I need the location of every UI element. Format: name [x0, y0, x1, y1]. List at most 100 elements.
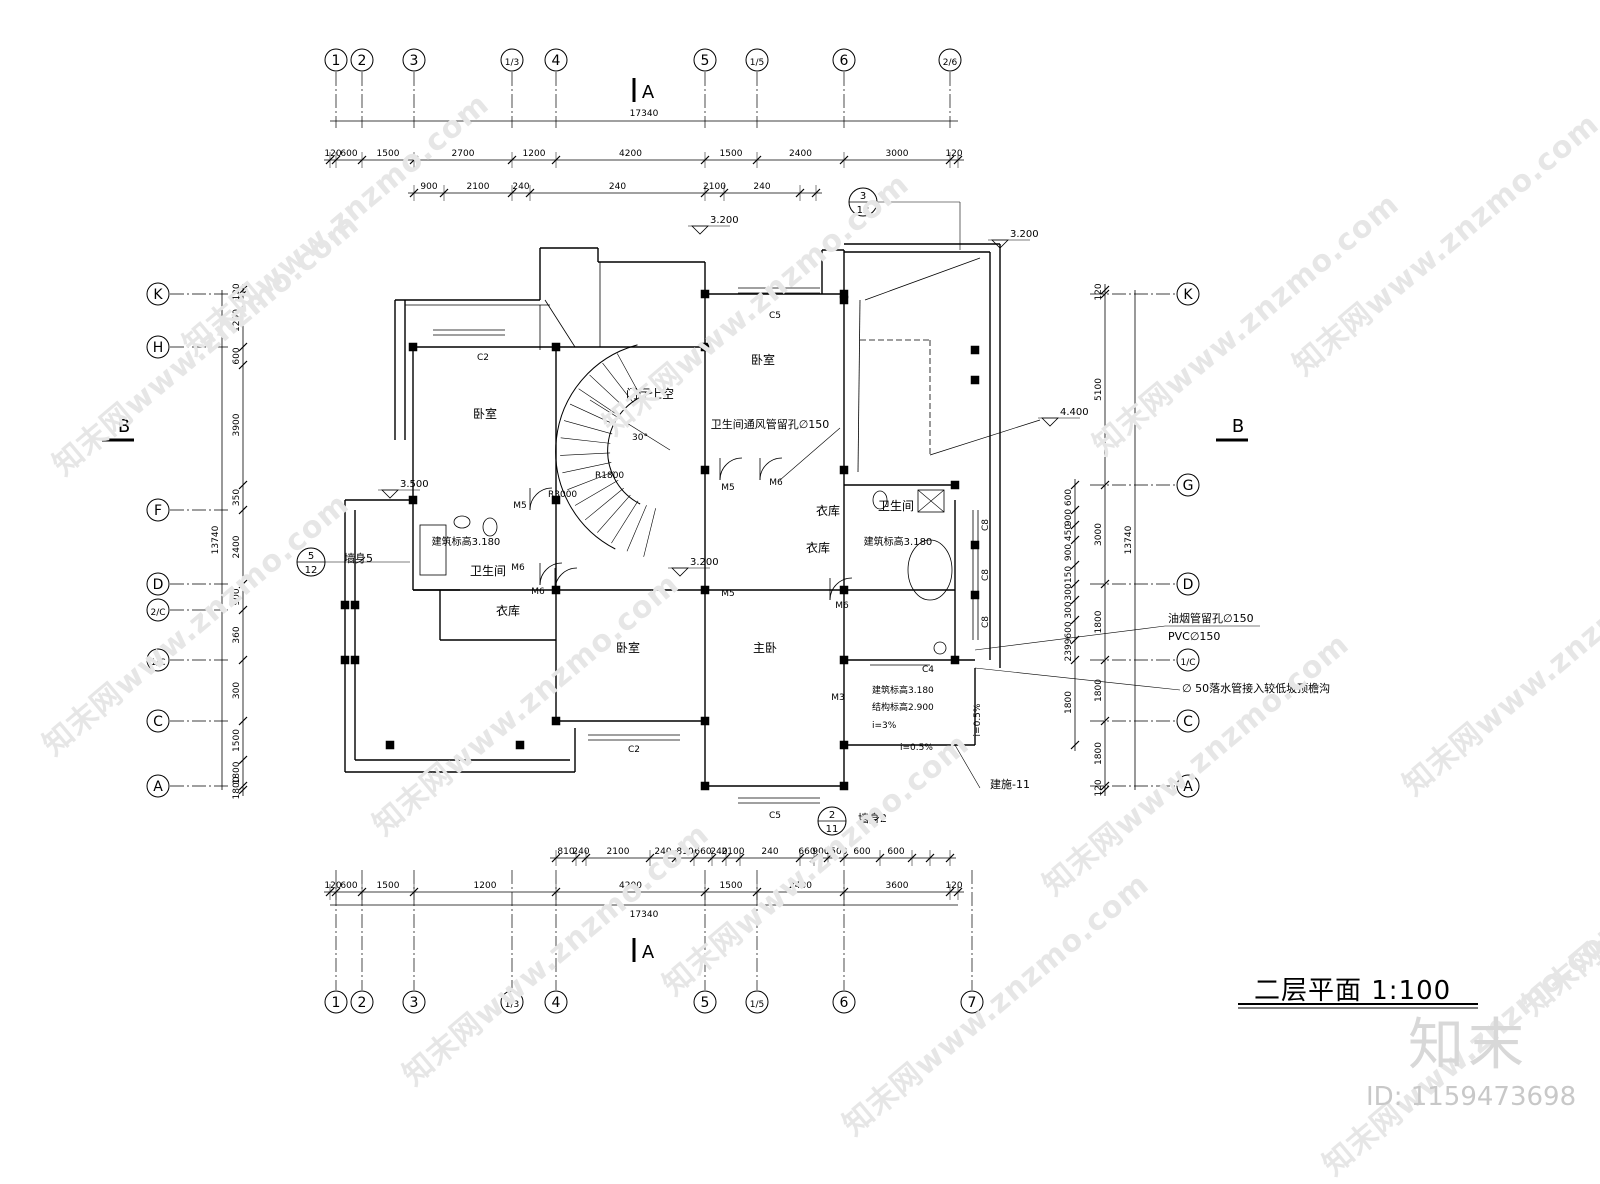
stair-tread-1 — [626, 505, 647, 552]
door-swing-3 — [759, 457, 783, 481]
structural-column-3 — [700, 289, 710, 299]
dim-top-sub-value: 240 — [512, 182, 529, 192]
axis-label-left-1: H — [153, 340, 164, 356]
detail-ref-num-0: 3 — [860, 191, 866, 202]
structural-column-7 — [839, 465, 849, 475]
annotation-angle: 30° — [632, 433, 648, 443]
room-label-3: 卧室 — [616, 640, 640, 655]
dim-left-value: 360 — [232, 626, 242, 643]
ref-leader — [954, 744, 981, 789]
axis-bubble-bottom-1 — [350, 990, 374, 1014]
room-label-4: 主卧 — [753, 641, 777, 655]
structural-column-2 — [700, 342, 710, 352]
dim-left-tick — [238, 755, 248, 765]
axis-label-bottom-6: 1/5 — [750, 1000, 764, 1010]
structural-column-29 — [970, 345, 980, 355]
dim-left-value: 1200 — [232, 309, 242, 332]
dim-left-value: 3900 — [232, 413, 242, 436]
room-label-7: 衣库 — [806, 540, 830, 555]
dim-right-tick — [1100, 285, 1110, 295]
axis-bubble-right-1 — [1176, 473, 1200, 497]
axis-bubble-right-3 — [1176, 648, 1200, 672]
room-label-2: 卧室 — [751, 352, 775, 367]
annotation-wall-5: 墙身5 — [344, 551, 373, 565]
axis-label-right-4: C — [1183, 714, 1193, 730]
dim-left-value: 1800 — [232, 761, 242, 784]
section-label-side-1: B — [1232, 416, 1244, 437]
room-label-9: 卫生间 — [470, 564, 506, 578]
structural-column-30 — [970, 375, 980, 385]
dim-total-bottom: 17340 — [630, 910, 659, 920]
dim-bottom-sub-value: 660 — [694, 847, 711, 857]
level-value-2: 3.200 — [1010, 229, 1039, 240]
dim-bottom-sub-value: 810 — [676, 847, 693, 857]
structural-column-0 — [408, 342, 418, 352]
opening-tag-12: M6 — [511, 563, 525, 573]
structural-column-12 — [839, 585, 849, 595]
room-label-6: 衣库 — [816, 503, 840, 518]
axis-label-top-4: 4 — [552, 53, 561, 69]
dim-right-tick — [1100, 480, 1110, 490]
dim-right-tick — [1100, 785, 1110, 795]
dim-bottom-value: 1500 — [720, 881, 743, 891]
level-value-3: 3.500 — [400, 479, 429, 490]
dim-top-value: 1200 — [523, 149, 546, 159]
axis-bubble-bottom-3 — [500, 990, 524, 1014]
dim-right-sub-tick — [1070, 740, 1080, 750]
axis-label-bottom-3: 1/3 — [505, 1000, 519, 1010]
dim-bottom-sub-value: 1500 — [825, 847, 848, 857]
door-swing-5 — [539, 562, 563, 586]
opening-tag-7: C8 — [981, 616, 991, 628]
axis-bubble-right-5 — [1176, 774, 1200, 798]
structural-column-25 — [350, 600, 360, 610]
axis-bubble-top-0 — [324, 48, 348, 72]
detail-ref-sheet-1: 12 — [305, 565, 318, 576]
detail-ref-num-1: 5 — [308, 551, 314, 562]
dim-bottom-sub-value: 240 — [572, 847, 589, 857]
structural-column-21 — [839, 781, 849, 791]
dim-bottom-sub-value: 900 — [812, 847, 829, 857]
axis-bubble-top-2 — [402, 48, 426, 72]
structural-column-23 — [340, 600, 350, 610]
structural-column-17 — [839, 655, 849, 665]
annotation-downpipe: ∅ 50落水管接入较低坡顶檐沟 — [1182, 681, 1330, 695]
toilet-0 — [482, 517, 498, 537]
room-label-1: 门厅上空 — [626, 386, 674, 401]
room-label-0: 卧室 — [473, 406, 497, 421]
dim-right-sub-value: 300 — [1064, 601, 1074, 618]
axis-label-right-0: K — [1183, 287, 1193, 303]
section-label-0: A — [642, 82, 655, 103]
dim-bottom-sub-value: 600 — [853, 847, 870, 857]
dim-total-left: 13740 — [211, 525, 221, 554]
dim-left-tick — [238, 342, 248, 352]
dim-right-sub-value: 450 — [1064, 524, 1074, 541]
opening-tag-13: M6 — [531, 587, 545, 597]
axis-label-top-8: 2/6 — [943, 58, 958, 68]
dim-total-top: 17340 — [630, 109, 659, 119]
opening-tag-2: C5 — [769, 311, 781, 321]
axis-bubble-bottom-4 — [544, 990, 568, 1014]
dim-right-value: 1800 — [1094, 610, 1104, 633]
axis-label-bottom-4: 4 — [552, 995, 561, 1011]
bathtub-round — [907, 539, 953, 601]
annotation-radius-1: R3000 — [548, 490, 577, 500]
annotation-arch-elev-3: 建筑标高3.180 — [872, 684, 934, 696]
bathtub — [419, 524, 447, 576]
dim-right-sub-tick — [1070, 505, 1080, 515]
axis-bubble-left-2 — [146, 498, 170, 522]
flue-leader — [974, 625, 1166, 651]
dim-left-value: 600 — [232, 347, 242, 364]
dim-right-value: 1800 — [1094, 742, 1104, 765]
axis-label-bottom-1: 2 — [358, 995, 367, 1011]
structural-column-26 — [350, 655, 360, 665]
axis-label-bottom-8: 7 — [968, 995, 977, 1011]
annotation-slope-2: i=0.5% — [900, 743, 933, 753]
annotation-struct-elev: 结构标高2.900 — [872, 701, 934, 713]
stair-tread-11 — [569, 403, 616, 426]
dim-left-tick — [238, 785, 248, 795]
dim-bottom-sub-value: 240 — [710, 847, 727, 857]
vent-leader — [779, 427, 841, 481]
opening-tag-6: C8 — [981, 569, 991, 581]
dim-top-value: 4200 — [619, 149, 642, 159]
dim-right-sub-value: 900 — [1064, 544, 1074, 561]
